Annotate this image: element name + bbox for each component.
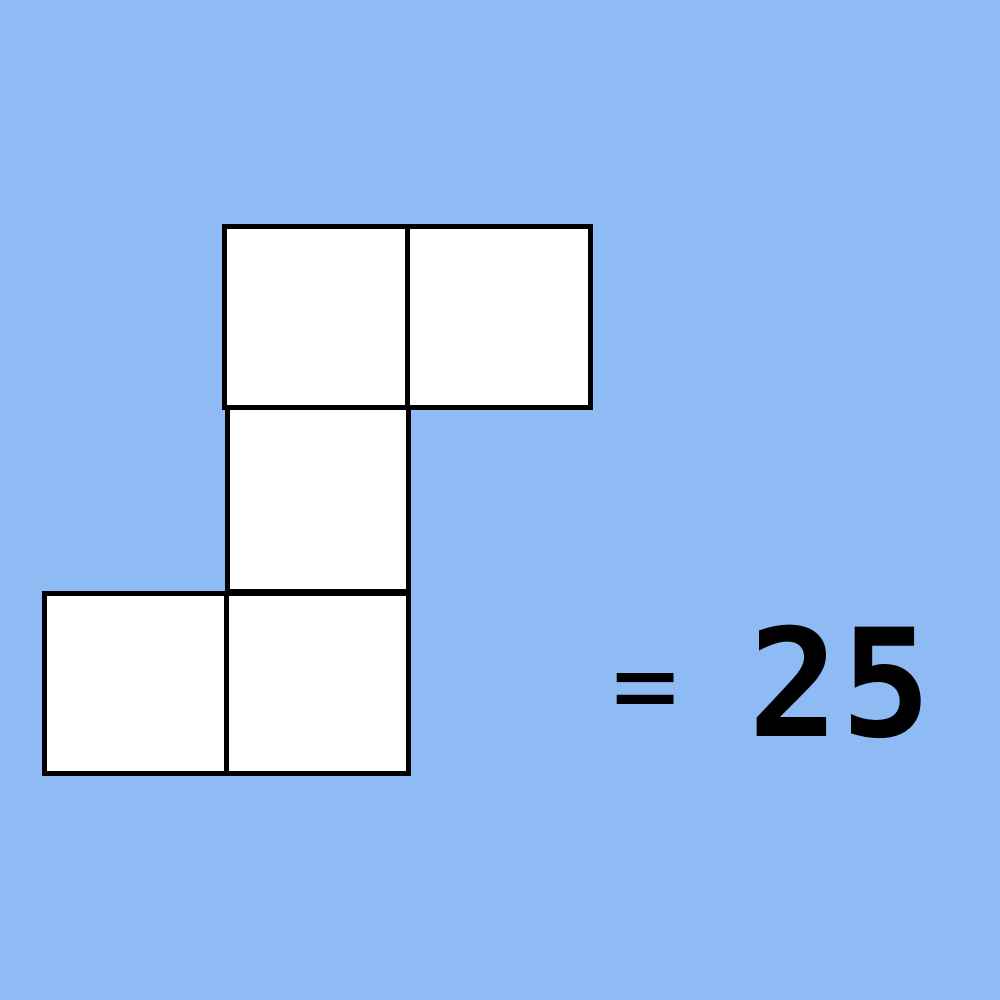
equation-result: 25 [748,598,933,772]
square-top-left [222,224,410,410]
square-middle [225,405,411,594]
square-bottom-right [224,591,411,776]
square-top-right [405,224,593,410]
equals-sign: = [612,621,679,749]
square-bottom-left [42,591,230,776]
equation: = 25 [612,600,982,770]
